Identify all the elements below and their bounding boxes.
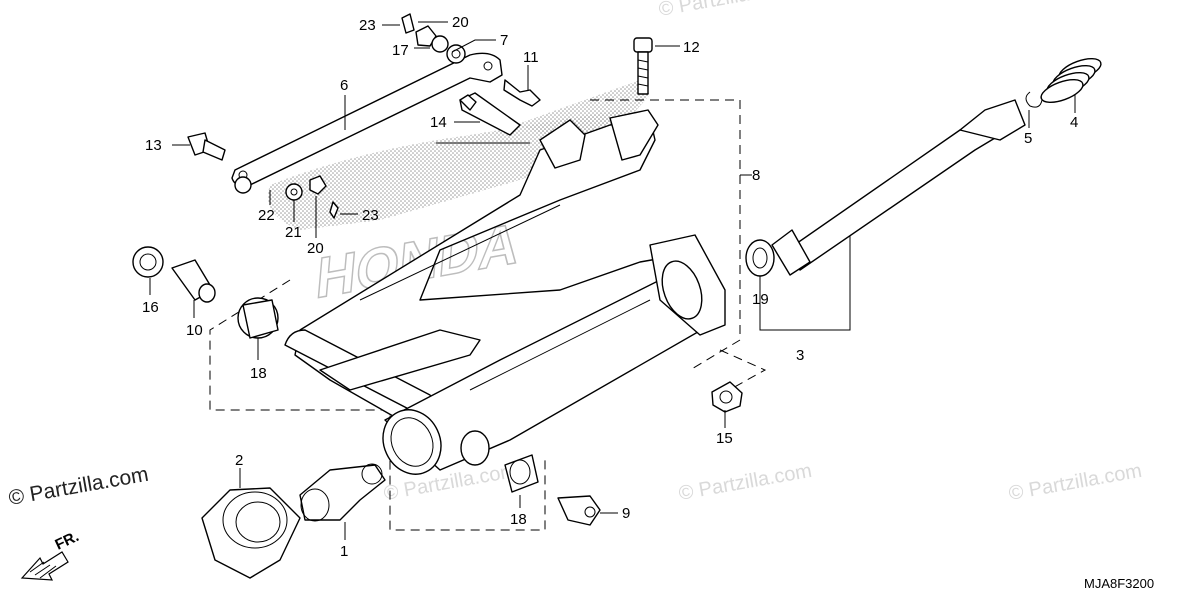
bolt-9 xyxy=(557,495,601,526)
callout-11: 11 xyxy=(523,49,539,66)
callout-9: 9 xyxy=(622,505,630,522)
callout-23: 23 xyxy=(362,207,379,224)
pivot-bolt-14 xyxy=(459,92,521,136)
callout-2: 2 xyxy=(235,452,243,469)
pivot-10 xyxy=(171,259,216,303)
hardware-lower xyxy=(234,175,339,219)
callout-18: 18 xyxy=(510,511,527,528)
callout-7: 7 xyxy=(500,32,508,49)
direction-label: FR. xyxy=(53,528,82,554)
front-direction-indicator: FR. xyxy=(20,528,82,581)
watermark: © Partzilla.com xyxy=(1007,460,1144,505)
callout-13: 13 xyxy=(145,137,162,154)
spring-4 xyxy=(1040,57,1102,104)
callout-6: 6 xyxy=(340,77,348,94)
callout-15: 15 xyxy=(716,430,733,447)
callout-5: 5 xyxy=(1024,130,1032,147)
callout-18: 18 xyxy=(250,365,267,382)
bolt-11 xyxy=(503,79,541,107)
callout-4: 4 xyxy=(1070,114,1078,131)
cap-16 xyxy=(132,246,164,278)
callout-labels: 23 20 17 7 11 12 6 13 14 22 21 20 23 16 … xyxy=(142,14,1078,560)
oil-seal-19 xyxy=(745,239,775,277)
callout-14: 14 xyxy=(430,114,447,131)
callout-10: 10 xyxy=(186,322,203,339)
swingarm xyxy=(284,109,726,475)
watermark: © Partzilla.com xyxy=(657,0,794,21)
leader-lines xyxy=(149,21,1076,540)
callout-17: 17 xyxy=(392,42,409,59)
bearing-18-lower xyxy=(504,454,539,493)
callout-22: 22 xyxy=(258,207,275,224)
callout-16: 16 xyxy=(142,299,159,316)
bolt-12 xyxy=(633,37,653,95)
callout-20: 20 xyxy=(452,14,469,31)
boot-2 xyxy=(201,487,301,579)
callout-21: 21 xyxy=(285,224,302,241)
watermark: © Partzilla.com xyxy=(677,460,814,505)
hardware-upper xyxy=(401,13,466,64)
circlip-5 xyxy=(1025,91,1043,108)
callout-20: 20 xyxy=(307,240,324,257)
callout-23: 23 xyxy=(359,17,376,34)
callout-19: 19 xyxy=(752,291,769,308)
callout-1: 1 xyxy=(340,543,348,560)
honda-logo-background: HONDA xyxy=(268,80,650,312)
bolt-13 xyxy=(187,132,226,161)
drive-shaft-3 xyxy=(771,99,1026,276)
direction-arrow-icon xyxy=(20,551,69,581)
nut-15 xyxy=(711,381,743,413)
callout-8: 8 xyxy=(752,167,760,184)
callout-3: 3 xyxy=(796,347,804,364)
universal-joint-1 xyxy=(299,463,386,522)
bearing-18-upper xyxy=(237,297,279,339)
callout-12: 12 xyxy=(683,39,700,56)
watermark-copyright: © Partzilla.com xyxy=(7,463,150,510)
diagram-code: MJA8F3200 xyxy=(1084,576,1154,591)
